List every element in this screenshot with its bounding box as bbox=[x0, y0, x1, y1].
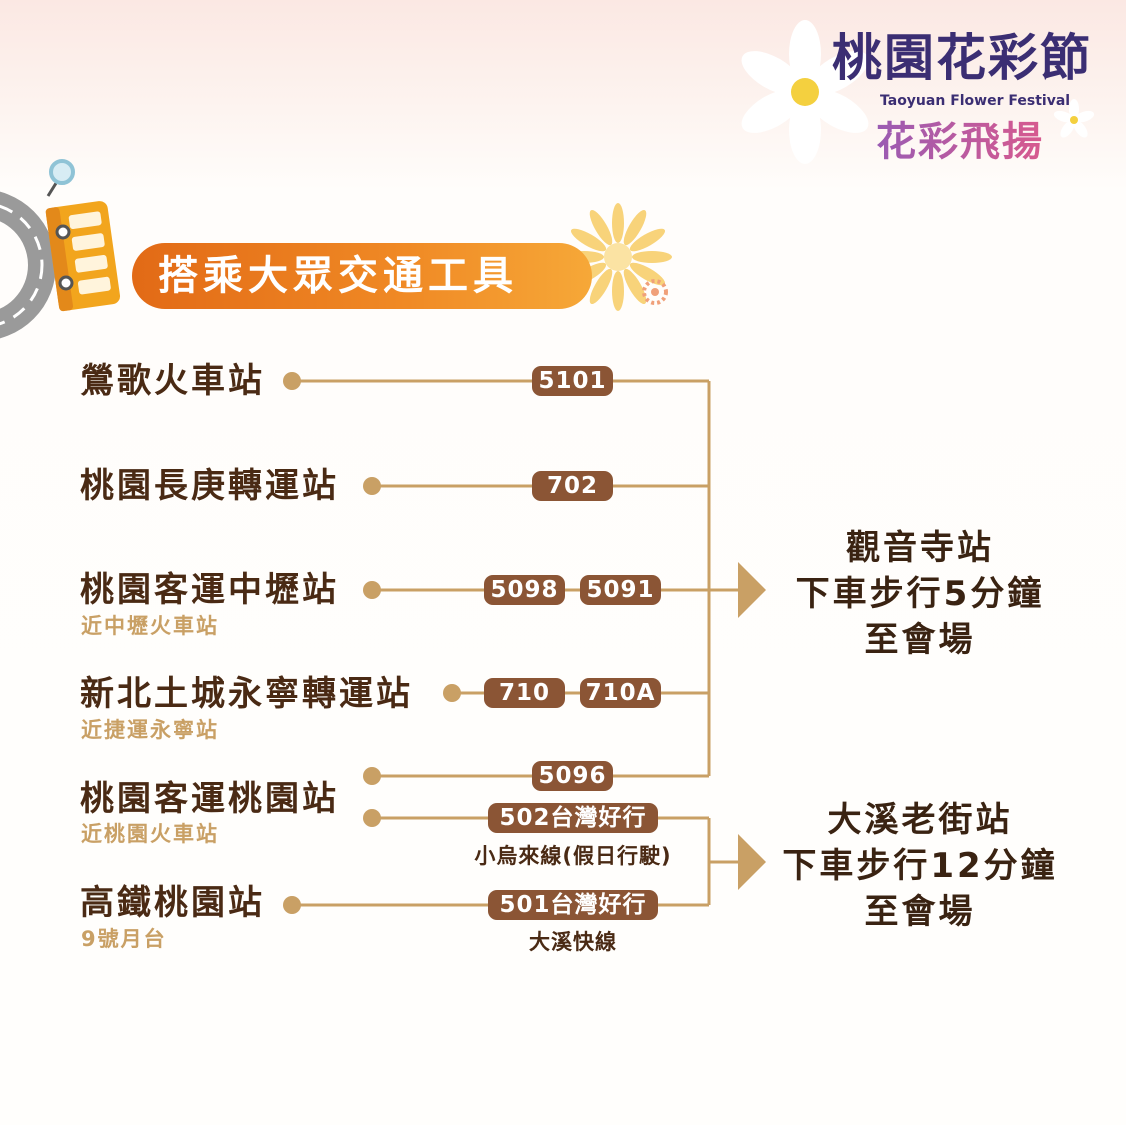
route-501-badge: 501台灣好行 bbox=[488, 890, 658, 920]
station-taoyuan: 桃園客運桃園站 bbox=[80, 779, 339, 819]
station-hsr-note: 9號月台 bbox=[81, 927, 167, 951]
station-taoyuan-note: 近桃園火車站 bbox=[81, 822, 219, 846]
destination-daxi: 大溪老街站 下車步行12分鐘 至會場 bbox=[770, 797, 1070, 935]
destination-guanyin-venue: 至會場 bbox=[864, 620, 976, 660]
station-zhongli: 桃園客運中壢站 bbox=[80, 570, 339, 610]
route-5101-badge: 5101 bbox=[532, 366, 613, 396]
station-yingge: 鶯歌火車站 bbox=[80, 361, 265, 401]
destination-guanyin-walk: 下車步行5分鐘 bbox=[795, 574, 1045, 614]
route-5098-badge: 5098 bbox=[484, 575, 565, 605]
section-title-banner bbox=[132, 243, 592, 309]
station-zhongli-note: 近中壢火車站 bbox=[81, 614, 219, 638]
route-710a-badge: 710A bbox=[580, 678, 661, 708]
logo-subtitle: Taoyuan Flower Festival bbox=[880, 93, 1071, 109]
route-502-badge: 502台灣好行 bbox=[488, 803, 658, 833]
section-title: 搭乘大眾交通工具 bbox=[158, 252, 518, 299]
destination-guanyin: 觀音寺站 下車步行5分鐘 至會場 bbox=[770, 525, 1070, 663]
destination-daxi-venue: 至會場 bbox=[864, 892, 976, 932]
station-yongning: 新北土城永寧轉運站 bbox=[80, 674, 413, 714]
logo-title: 桃園花彩節 bbox=[832, 28, 1092, 87]
destination-guanyin-stop: 觀音寺站 bbox=[846, 528, 994, 568]
route-5096-badge: 5096 bbox=[532, 761, 613, 791]
route-702-badge: 702 bbox=[532, 471, 613, 501]
antenna-icon bbox=[49, 159, 75, 185]
station-dot bbox=[283, 896, 301, 914]
station-dot bbox=[443, 684, 461, 702]
route-501-note: 大溪快線 bbox=[529, 930, 617, 954]
road-dashes bbox=[0, 204, 44, 326]
route-5091-badge: 5091 bbox=[580, 575, 661, 605]
small-daisy-icon bbox=[1053, 99, 1095, 138]
arrow-right-icon bbox=[738, 834, 766, 890]
logo-tagline: 花彩飛揚 bbox=[876, 118, 1044, 165]
station-dot bbox=[363, 581, 381, 599]
route-502-note: 小烏來線(假日行駛) bbox=[474, 844, 672, 868]
arrow-right-icon bbox=[738, 562, 766, 618]
station-dot bbox=[363, 477, 381, 495]
station-yongning-note: 近捷運永寧站 bbox=[81, 718, 219, 742]
station-dot bbox=[283, 372, 301, 390]
destination-daxi-stop: 大溪老街站 bbox=[827, 800, 1013, 840]
destination-daxi-walk: 下車步行12分鐘 bbox=[782, 846, 1058, 886]
station-dot bbox=[363, 809, 381, 827]
small-flower-icon bbox=[642, 279, 668, 305]
station-changgung: 桃園長庚轉運站 bbox=[80, 466, 339, 506]
station-dot bbox=[363, 767, 381, 785]
route-710-badge: 710 bbox=[484, 678, 565, 708]
station-hsr: 高鐵桃園站 bbox=[80, 883, 265, 923]
daisy-icon bbox=[741, 20, 869, 164]
